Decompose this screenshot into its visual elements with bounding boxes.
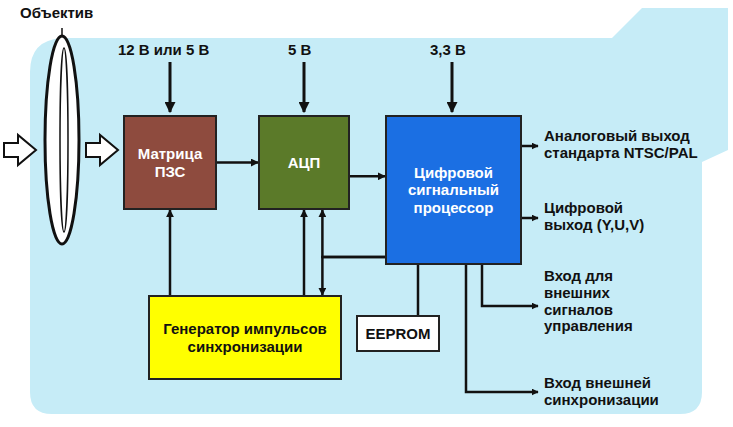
lens-inner bbox=[60, 48, 68, 232]
output-arrow bbox=[520, 217, 538, 220]
signal-connector bbox=[169, 210, 172, 295]
camera-silhouette bbox=[30, 8, 728, 414]
voltage-label: 12 В или 5 В bbox=[118, 42, 248, 59]
signal-connector bbox=[417, 265, 420, 315]
supply-arrow bbox=[303, 62, 306, 112]
output-arrow bbox=[520, 145, 538, 148]
supply-arrow bbox=[169, 62, 172, 112]
ccd-box: Матрица ПЗС bbox=[123, 115, 217, 210]
voltage-label: 3,3 В bbox=[430, 42, 490, 59]
dsp-box: Цифровой сигнальный процессор bbox=[385, 115, 522, 265]
sync-arrow bbox=[466, 265, 538, 392]
output-label: Цифровой выход (Y,U,V) bbox=[544, 200, 659, 234]
light-arrow bbox=[86, 135, 118, 165]
signal-connector bbox=[322, 210, 385, 257]
input-label: Вход для внешних сигналов управления bbox=[544, 268, 669, 335]
signal-connector bbox=[217, 161, 258, 164]
lens-leader bbox=[61, 28, 63, 36]
box-text: EEPROM bbox=[365, 325, 430, 342]
lens bbox=[45, 36, 79, 244]
signal-connector bbox=[322, 257, 385, 295]
box-text: Генератор импульсов синхронизации bbox=[156, 320, 334, 355]
eeprom-box: EEPROM bbox=[356, 315, 440, 352]
input-label: Вход внешней синхронизации bbox=[544, 375, 669, 409]
signal-connector bbox=[350, 175, 385, 178]
lens-label: Объектив bbox=[20, 5, 140, 22]
box-text: Цифровой сигнальный процессор bbox=[393, 164, 514, 216]
adc-box: АЦП bbox=[258, 115, 350, 210]
supply-arrow bbox=[451, 62, 454, 112]
generator-box: Генератор импульсов синхронизации bbox=[148, 295, 342, 380]
control-arrow bbox=[482, 265, 538, 306]
light-arrow bbox=[4, 135, 36, 165]
box-text: АЦП bbox=[288, 154, 321, 171]
signal-connector bbox=[303, 210, 306, 295]
box-text: Матрица ПЗС bbox=[131, 145, 209, 180]
voltage-label: 5 В bbox=[288, 42, 338, 59]
output-label: Аналоговый выход стандарта NTSC/PAL bbox=[544, 128, 724, 162]
